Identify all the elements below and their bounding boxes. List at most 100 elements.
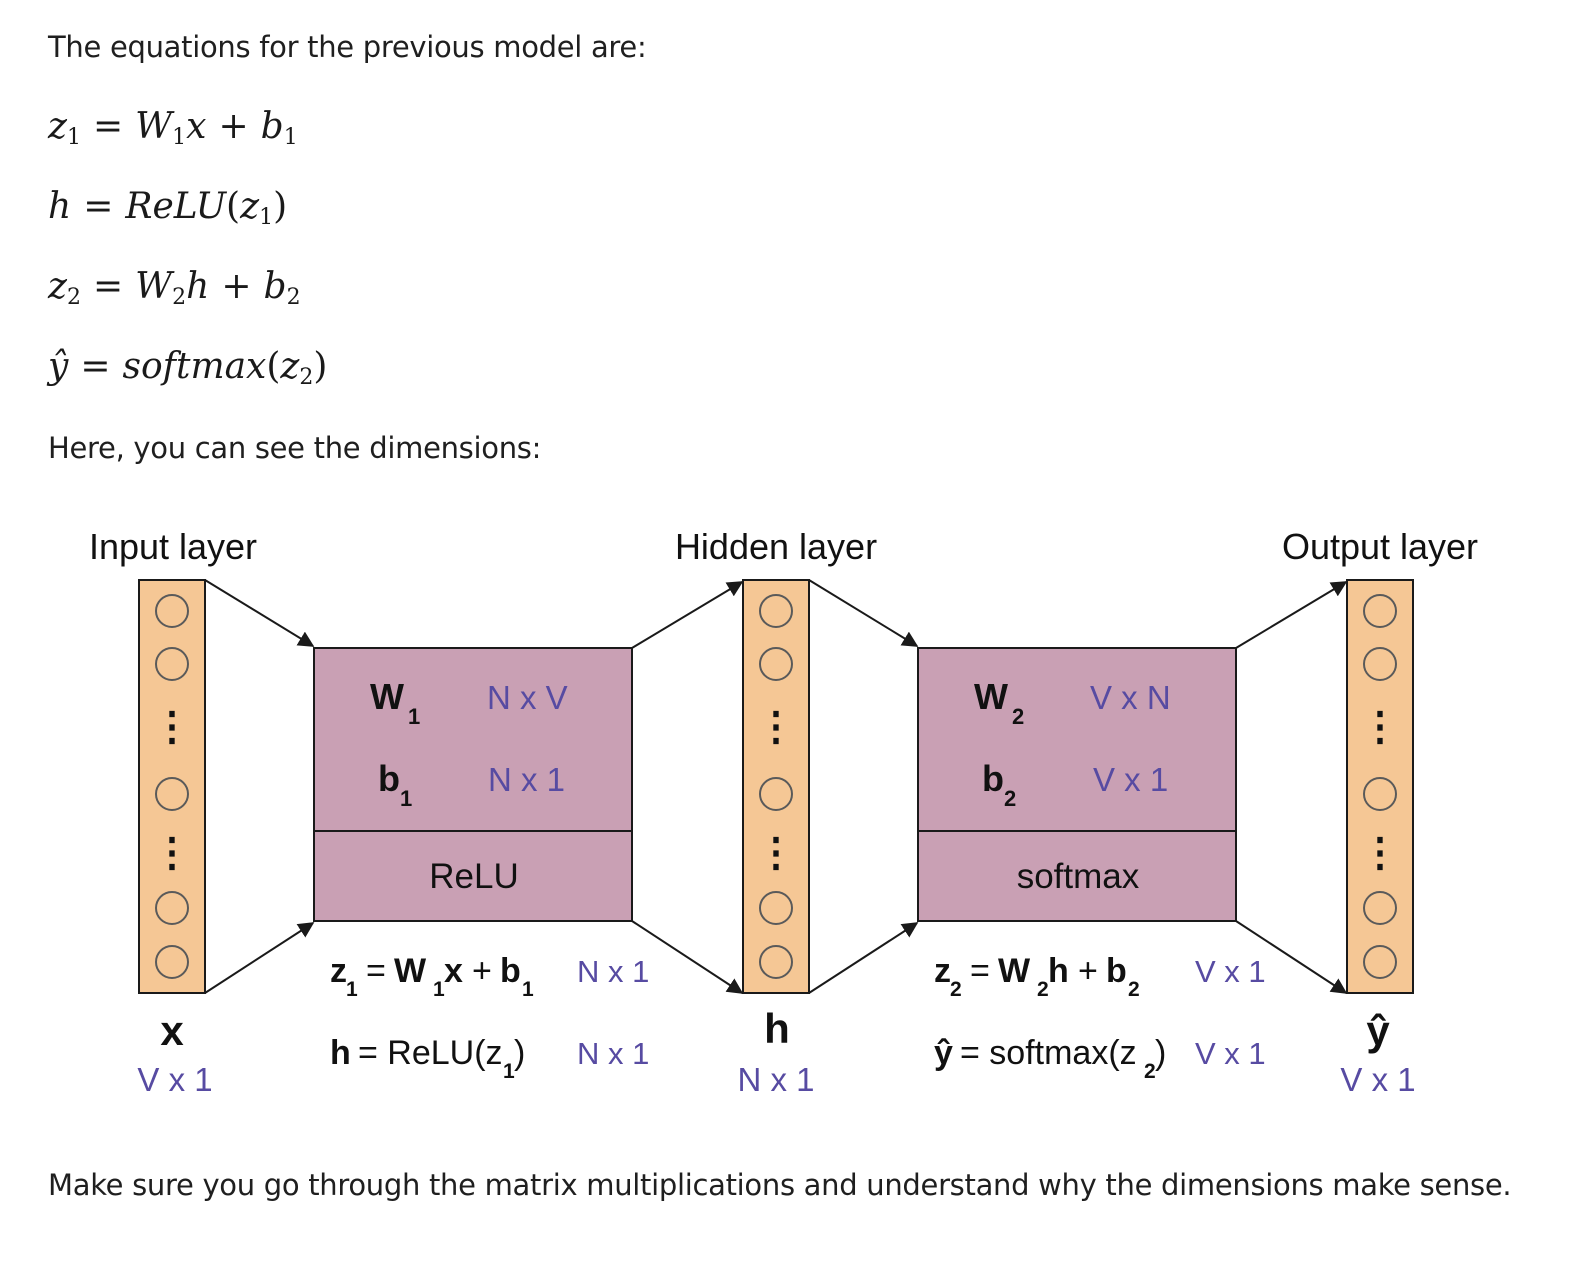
block1-f2-close: )	[514, 1034, 525, 1072]
block2-f1-b: b	[1106, 952, 1127, 990]
block2-formulas: z 2 = W 2 h + b 2 V x 1 ŷ = softmax(z 2 …	[934, 952, 1266, 1083]
output-layer-bar	[1346, 579, 1414, 994]
block2-f1-w-sub: 2	[1037, 978, 1049, 1001]
block2-b-label: b	[982, 758, 1004, 799]
eq4-open: (	[266, 346, 281, 387]
input-neuron	[155, 594, 189, 628]
block2-f1-plus: +	[1078, 952, 1098, 990]
output-vector-name: ŷ	[1366, 1007, 1390, 1054]
block1-to-hidden-bottom-arrow	[631, 920, 744, 994]
eq2-arg: z	[240, 186, 260, 227]
eq3-w: W	[135, 266, 173, 307]
block2-f2-dim: V x 1	[1195, 1036, 1266, 1071]
output-ellipsis: ⋮	[1360, 831, 1400, 875]
equation-z2: z2=W2h+b2	[48, 266, 301, 310]
eq2-equals: =	[83, 186, 114, 227]
block1-to-hidden-top-arrow	[631, 581, 744, 649]
eq4-equals: =	[80, 346, 111, 387]
block1-params-box	[313, 647, 633, 832]
block2-f2-sub: 2	[1144, 1060, 1156, 1083]
input-neuron	[155, 891, 189, 925]
intro-text: The equations for the previous model are…	[48, 30, 647, 64]
eq1-lhs-sub: 1	[66, 125, 81, 150]
block2-activation-label: softmax	[1017, 857, 1140, 896]
eq3-w-sub: 2	[172, 285, 187, 310]
input-vector-name: x	[160, 1007, 184, 1054]
block2-b-dim: V x 1	[1093, 761, 1168, 798]
eq4-lhs: ŷ	[48, 346, 69, 387]
block1-f1-b: b	[500, 952, 521, 990]
block2-f1-w: W	[998, 952, 1031, 990]
eq1-b-sub: 1	[283, 125, 298, 150]
block1-b-dim: N x 1	[488, 761, 565, 798]
block1-f2-dim: N x 1	[577, 1036, 649, 1071]
eq2-close: )	[273, 186, 288, 227]
network-dimensions-diagram: Input layer Hidden layer Output layer ⋮ …	[89, 526, 1478, 1098]
eq3-plus: +	[221, 266, 252, 307]
block2-f2-close: )	[1155, 1034, 1166, 1072]
block1-f2-sub: 1	[503, 1060, 515, 1083]
eq3-lhs-sub: 2	[66, 285, 81, 310]
block1-formulas: z 1 = W 1 x + b 1 N x 1 h = ReLU(z 1 ) N…	[330, 952, 649, 1083]
input-neuron	[155, 945, 189, 979]
eq3-lhs: z	[48, 266, 67, 307]
block2-f1-z-sub: 2	[950, 978, 962, 1001]
block1-w-label: W	[370, 676, 404, 717]
output-vector-dim: V x 1	[1340, 1061, 1415, 1098]
input-layer-title: Input layer	[89, 526, 257, 567]
weights-block-1: W 1 N x V b 1 N x 1 ReLU	[313, 647, 633, 922]
block1-f1-dim: N x 1	[577, 954, 649, 989]
equation-h: h=ReLU(z1)	[48, 186, 288, 230]
hidden-ellipsis: ⋮	[756, 831, 796, 875]
input-to-block1-top-arrow	[204, 579, 315, 647]
input-vector-dim: V x 1	[137, 1061, 212, 1098]
eq3-equals: =	[92, 266, 124, 307]
hidden-to-block2-bottom-arrow	[808, 922, 919, 994]
equation-yhat: ŷ=softmax(z2)	[48, 346, 327, 389]
output-layer-column: ⋮ ⋮	[1346, 579, 1414, 994]
outro-text: Make sure you go through the matrix mult…	[48, 1168, 1512, 1202]
block2-params-box	[917, 647, 1237, 832]
hidden-neuron	[759, 777, 793, 811]
equation-z1: z1=W1x+b1	[48, 106, 298, 150]
block2-w-label: W	[974, 676, 1008, 717]
eq2-lhs: h	[48, 186, 72, 227]
input-layer-column: ⋮ ⋮	[138, 579, 206, 994]
input-to-block1-bottom-arrow	[204, 922, 315, 994]
hidden-neuron	[759, 594, 793, 628]
output-neuron	[1363, 891, 1397, 925]
input-ellipsis: ⋮	[152, 831, 192, 875]
eq1-w-sub: 1	[172, 125, 187, 150]
block2-to-output-bottom-arrow	[1235, 920, 1348, 994]
input-ellipsis: ⋮	[152, 705, 192, 749]
block2-f1-eq: =	[970, 952, 990, 990]
block1-activation-box	[313, 830, 633, 922]
eq4-arg: z	[280, 346, 300, 387]
eq3-h: h	[186, 266, 210, 307]
hidden-ellipsis: ⋮	[756, 705, 796, 749]
output-ellipsis: ⋮	[1360, 705, 1400, 749]
eq1-lhs: z	[48, 106, 67, 147]
output-neuron	[1363, 594, 1397, 628]
output-neuron	[1363, 777, 1397, 811]
block1-w-dim: N x V	[487, 679, 568, 716]
block2-f1-b-sub: 2	[1128, 978, 1140, 1001]
eq3-b: b	[263, 266, 287, 307]
eq1-b: b	[260, 106, 284, 147]
dimensions-intro-text: Here, you can see the dimensions:	[48, 431, 542, 465]
block2-f1-dim: V x 1	[1195, 954, 1266, 989]
block1-f1-b-sub: 1	[522, 978, 534, 1001]
block2-w-dim: V x N	[1090, 679, 1171, 716]
block1-f1-x: x	[444, 952, 463, 990]
input-neuron	[155, 647, 189, 681]
block2-w-sub: 2	[1012, 704, 1024, 729]
block2-f1-h: h	[1048, 952, 1069, 990]
eq2-open: (	[226, 186, 241, 227]
block2-b-sub: 2	[1004, 786, 1016, 811]
block1-b-sub: 1	[400, 786, 412, 811]
block1-f1-plus: +	[472, 952, 492, 990]
hidden-vector-name: h	[764, 1005, 790, 1052]
hidden-vector-dim: N x 1	[737, 1061, 814, 1098]
eq2-arg-sub: 1	[259, 205, 274, 230]
input-neuron	[155, 777, 189, 811]
